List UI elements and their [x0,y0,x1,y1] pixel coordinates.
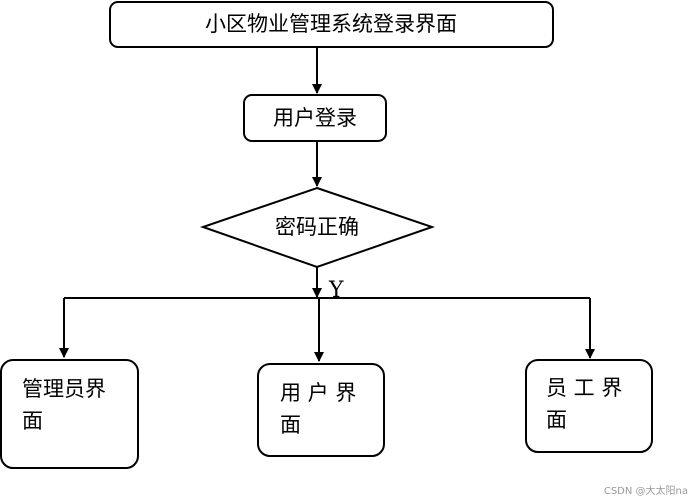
watermark-text: CSDN @大太阳na [604,484,688,497]
user-interface-line1: 用 户 界 [280,381,356,405]
staff-interface-line1: 员 工 界 [546,376,622,400]
staff-interface-node: 员 工 界 面 [525,359,653,453]
login-node-text: 用户登录 [273,106,357,130]
admin-interface-node: 管理员界 面 [0,359,139,469]
admin-interface-line1: 管理员界 [22,377,106,401]
decision-node-text: 密码正确 [275,215,359,239]
admin-interface-line2: 面 [22,409,43,433]
login-node: 用户登录 [243,94,387,142]
user-interface-line2: 面 [280,413,301,437]
title-node-text: 小区物业管理系统登录界面 [205,12,457,36]
staff-interface-line2: 面 [546,408,567,432]
title-node: 小区物业管理系统登录界面 [109,1,554,48]
decision-node: 密码正确 [199,186,436,269]
branch-yes-label: Y [328,278,344,303]
user-interface-node: 用 户 界 面 [257,363,385,457]
